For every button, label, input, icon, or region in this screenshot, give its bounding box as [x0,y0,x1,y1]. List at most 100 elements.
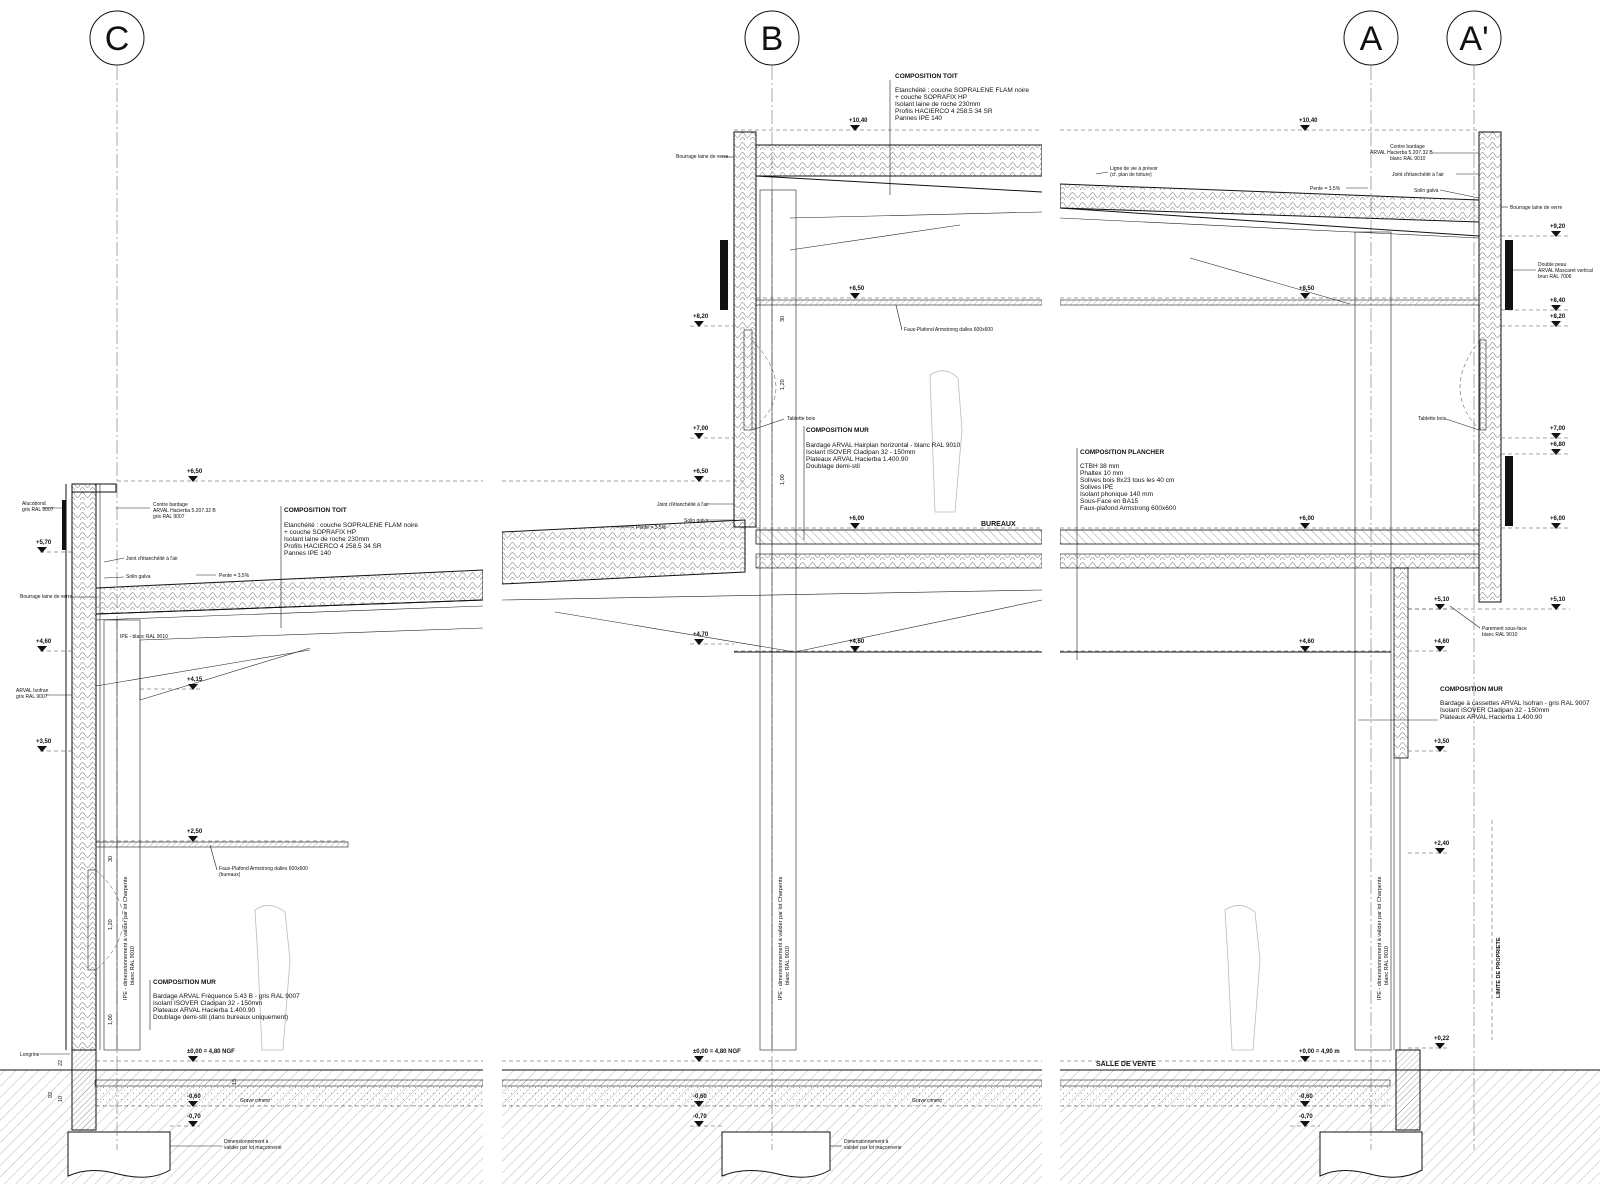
level-triangle-icon [694,476,704,482]
level-marker-m070: -0,70 [690,1114,722,1127]
room-bureaux: BUREAUX [981,521,1016,528]
note-joint-c: Joint d'étanchéité à l'air [126,556,178,562]
level-label: +5,70 [36,540,52,546]
level-marker-m060: -0,60 [1060,1094,1391,1107]
axis-bubble-b: B [744,10,800,66]
composition-mur-b-line-2: Isolant ISOVER Cladipan 32 - 150mm [806,449,915,456]
level-triangle-icon [694,1101,704,1107]
note-bourrage-a: Bourrage laine de verre [1510,205,1562,211]
level-label: +6,00 [1299,516,1315,522]
level-label: -0,60 [1299,1094,1313,1100]
level-label: +2,50 [187,829,203,835]
composition-plancher-line-4: Solives IPE [1080,484,1114,491]
composition-toit-top-line-4: Profils HACIERCO 4 258.5 34 SR [895,108,993,115]
level-label: +9,20 [1550,224,1566,230]
note-double-peau-2: ARVAL Mascaret vertical [1538,268,1593,274]
annotations: Alucobond gris RAL 9007 Contre bardage A… [16,144,1593,1151]
note-grave-ciment-c: Grave ciment [240,1098,270,1104]
note-ligne-vie-1: Ligne de vie à prévoir [1110,166,1158,172]
note-contre-bardage-a-3: blanc RAL 9010 [1390,156,1426,162]
level-triangle-icon [1551,523,1561,529]
composition-mur-a-line-2: Isolant ISOVER Cladipan 32 - 150mm [1440,707,1549,714]
level-triangle-icon [1300,1056,1310,1062]
foundations [67,1049,1423,1178]
note-ipe-c: IPE - blanc RAL 9010 [120,634,168,640]
composition-toit-left: COMPOSITION TOIT Etanchéité : couche SOP… [280,506,418,628]
composition-plancher-title: COMPOSITION PLANCHER [1080,449,1164,456]
level-marker-p510: +5,10 [1408,597,1570,610]
level-label: +6,00 [849,516,865,522]
note-solin-c: Solin galva [126,574,151,580]
note-bourrage-c: Bourrage laine de verre [20,594,72,600]
level-label: +10,40 [1299,118,1318,124]
level-marker-p460: +4,60 [36,639,72,652]
level-label: +3,50 [1434,739,1450,745]
composition-plancher-line-3: Solives bois 8x23 tous les 40 cm [1080,477,1174,484]
level-triangle-icon [37,746,47,752]
pente-a: Pente = 3,5% [1310,186,1341,192]
level-label: ±0,00 = 4,80 NGF [693,1049,741,1055]
level-marker-p600: +6,00 [1501,516,1570,529]
ipe-vertical-b-1: IPE - dimensionnement à valider par lot … [778,876,784,1000]
note-tablette-b: Tablette bois [787,416,816,422]
pente-b: Pente = 3,5% [636,525,667,531]
level-marker-p460: +4,60 [1060,639,1391,652]
level-label: +0,00 = 4,90 m [1299,1049,1340,1055]
note-tablette-a: Tablette bois [1418,416,1447,422]
level-marker-p650: +6,50 [117,469,483,482]
composition-mur-c-line-2: Isolant ISOVER Cladipan 32 - 150mm [153,1000,262,1007]
slope-labels: Pente = 3,5% Pente = 3,5% Pente = 3,5% [196,186,1368,579]
composition-toit-top-title: COMPOSITION TOIT [895,73,958,80]
level-label: +6,00 [1550,516,1566,522]
axis-label-a: A [1360,20,1383,58]
note-arval-isofran-2: gris RAL 9007 [16,694,48,700]
note-joint-b: Joint d'étanchéité à l'air [657,502,709,508]
composition-toit-left-title: COMPOSITION TOIT [284,507,347,514]
level-triangle-icon [1551,433,1561,439]
axis-label-a-prime: A' [1459,20,1488,58]
level-label: +4,60 [1434,639,1450,645]
level-triangle-icon [1300,1101,1310,1107]
section-b: BUREAUX [501,131,1043,1051]
level-marker-m070: -0,70 [1290,1114,1320,1127]
level-triangle-icon [1300,1121,1310,1127]
level-triangle-icon [1435,646,1445,652]
ipe-vertical-c-1: IPE - dimensionnement à valider par lot … [123,876,129,1000]
note-ligne-vie-2: (cf. plan de toiture) [1110,172,1152,178]
ipe-vertical-labels: IPE - dimensionnement à valider par lot … [123,876,1390,1000]
level-label: -0,70 [1299,1114,1313,1120]
limite-propriete: LIMITE DE PROPRIETE [1496,937,1502,998]
level-label: +6,80 [1550,442,1566,448]
level-triangle-icon [1551,305,1561,311]
composition-toit-left-line-3: Isolant laine de roche 230mm [284,536,369,543]
level-label: +5,10 [1434,597,1450,603]
level-marker-p600: +6,00 [1060,516,1479,529]
level-label: +4,60 [849,639,865,645]
level-triangle-icon [1435,1043,1445,1049]
dimension-labels: 30 1,20 1,00 22 10 92 15 30 1,20 1,00 [48,316,786,1102]
level-label: +8,50 [849,286,865,292]
level-marker-p600: +6,00 [756,516,1042,529]
level-triangle-icon [188,476,198,482]
level-marker-p820: +8,20 [690,314,734,327]
note-solin-b: Solin galva [684,518,709,524]
level-label: +0,22 [1434,1036,1450,1042]
composition-plancher-line-2: Phaltex 10 mm [1080,470,1123,477]
level-marker-p240: +2,40 [1408,841,1450,854]
dim-15: 15 [232,1079,238,1085]
level-label: +7,00 [1550,426,1566,432]
composition-mur-b: COMPOSITION MUR Bardage ARVAL Hairplan h… [803,426,961,540]
composition-plancher-line-7: Faux-plafond Armstrong 600x600 [1080,505,1176,512]
note-double-peau-3: brun RAL 7006 [1538,274,1572,280]
level-triangle-icon [1300,125,1310,131]
level-triangle-icon [694,321,704,327]
level-triangle-icon [850,293,860,299]
level-label: +4,60 [36,639,52,645]
note-contre-bardage-a-1: Contre bardage [1390,144,1425,150]
note-parement-2: blanc RAL 9010 [1482,632,1518,638]
level-marker-m060: -0,60 [502,1094,1042,1107]
level-marker-zero_m: +0,00 = 4,90 m [1060,1049,1391,1062]
level-label: +10,40 [849,118,868,124]
note-dimensionnement-c-2: valider par lot maçonnerie [224,1145,282,1151]
note-grave-ciment-b: Grave ciment [912,1098,942,1104]
